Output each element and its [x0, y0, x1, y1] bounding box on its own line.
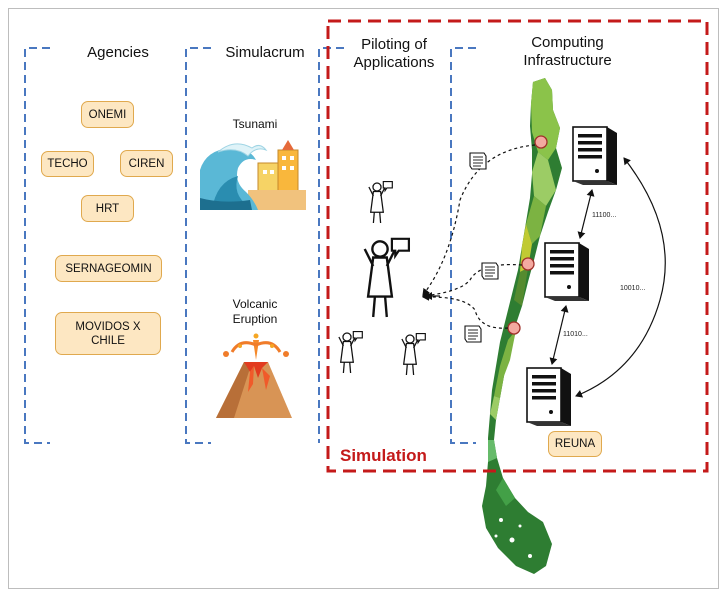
person-icon: [368, 180, 393, 224]
message-icon: [481, 262, 499, 280]
binary-label: 11010...: [563, 331, 588, 338]
server-link: [577, 189, 595, 239]
outer-frame: [8, 8, 719, 589]
binary-label: 10010...: [620, 285, 646, 292]
person-icon: [401, 332, 426, 376]
agency-hrt: HRT: [81, 195, 134, 222]
agency-movidos-x-chile: MOVIDOS X CHILE: [55, 312, 161, 355]
simulation-label: Simulation: [340, 446, 427, 465]
piloting-column-border: [318, 47, 344, 443]
simulacrum-header: Simulacrum: [225, 44, 305, 61]
server-icon: [526, 367, 572, 427]
computing-header: Computing Infrastructure: [523, 34, 612, 69]
reuna-label: REUNA: [548, 431, 602, 457]
map-pin-icon: [521, 257, 535, 271]
piloting-header: Piloting of Applications: [353, 36, 435, 71]
tsunami-label: Tsunami: [232, 117, 278, 131]
message-icon: [469, 152, 487, 170]
agencies-column-border: [24, 47, 50, 444]
simulacrum-column-border: [185, 47, 211, 444]
agency-onemi: ONEMI: [81, 101, 134, 128]
map-pin-icon: [507, 321, 521, 335]
simulation-region: [326, 19, 709, 473]
volcanic-eruption-label: Volcanic Eruption: [232, 297, 278, 326]
agency-ciren: CIREN: [120, 150, 173, 177]
binary-label: 11100...: [592, 212, 617, 219]
server-link: [575, 157, 666, 398]
message-icon: [464, 325, 482, 343]
data-flow-arrow: [422, 292, 509, 329]
person-icon: [338, 330, 363, 374]
tsunami-icon: [200, 140, 306, 210]
server-link: [549, 305, 569, 365]
chile-map: [482, 78, 562, 574]
map-pin-icon: [534, 135, 548, 149]
computing-column-border: [450, 47, 476, 444]
volcano-icon: [216, 333, 292, 418]
person-icon: [363, 237, 411, 319]
agency-sernageomin: SERNAGEOMIN: [55, 255, 162, 282]
data-flow-arrow: [422, 144, 536, 296]
server-icon: [572, 126, 618, 186]
agencies-header: Agencies: [87, 44, 149, 61]
data-flow-arrow: [422, 263, 523, 300]
server-icon: [544, 242, 590, 302]
agency-techo: TECHO: [41, 151, 94, 177]
